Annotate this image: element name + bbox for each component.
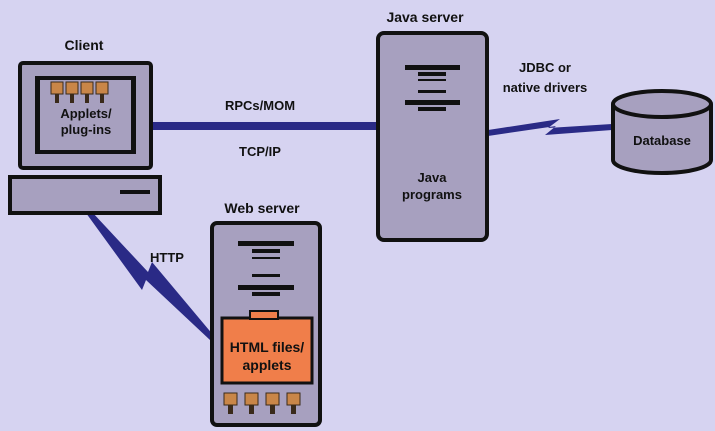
client-computer (8, 61, 162, 215)
client-system-unit (8, 175, 162, 215)
web-server-label: Web server (224, 200, 300, 216)
java-server-drive-1 (405, 65, 460, 70)
java-server-body-line1: Java (418, 170, 448, 185)
html-files-label-line2: applets (242, 357, 291, 373)
html-folder-tab (249, 310, 279, 320)
database-cylinder (611, 89, 713, 175)
java-server-drive-2 (405, 100, 460, 105)
client-applet-icons (50, 81, 109, 95)
client-screen-label-line1: Applets/ (60, 106, 112, 121)
tcp-ip-label: TCP/IP (239, 144, 281, 159)
html-files-folder (220, 316, 314, 385)
web-applet-icons (223, 392, 301, 406)
client-screen-label-line2: plug-ins (61, 122, 112, 137)
rpcs-mom-label: RPCs/MOM (225, 98, 295, 113)
web-server-drive-2 (238, 285, 294, 290)
jdbc-label-line1: JDBC or (519, 60, 571, 75)
java-server (376, 31, 489, 242)
web-server (210, 221, 322, 427)
web-server-drive-1 (238, 241, 294, 246)
client-java-link (150, 122, 378, 130)
java-server-body-line2: programs (402, 187, 462, 202)
database-label: Database (633, 133, 691, 148)
java-server-label: Java server (386, 9, 464, 25)
client-label: Client (65, 37, 104, 53)
html-files-label-line1: HTML files/ (230, 339, 305, 355)
client-web-lightning-link (86, 212, 214, 340)
jdbc-label-line2: native drivers (503, 80, 588, 95)
java-server-box (376, 31, 489, 242)
java-db-lightning-link (488, 119, 612, 136)
http-label: HTTP (150, 250, 184, 265)
